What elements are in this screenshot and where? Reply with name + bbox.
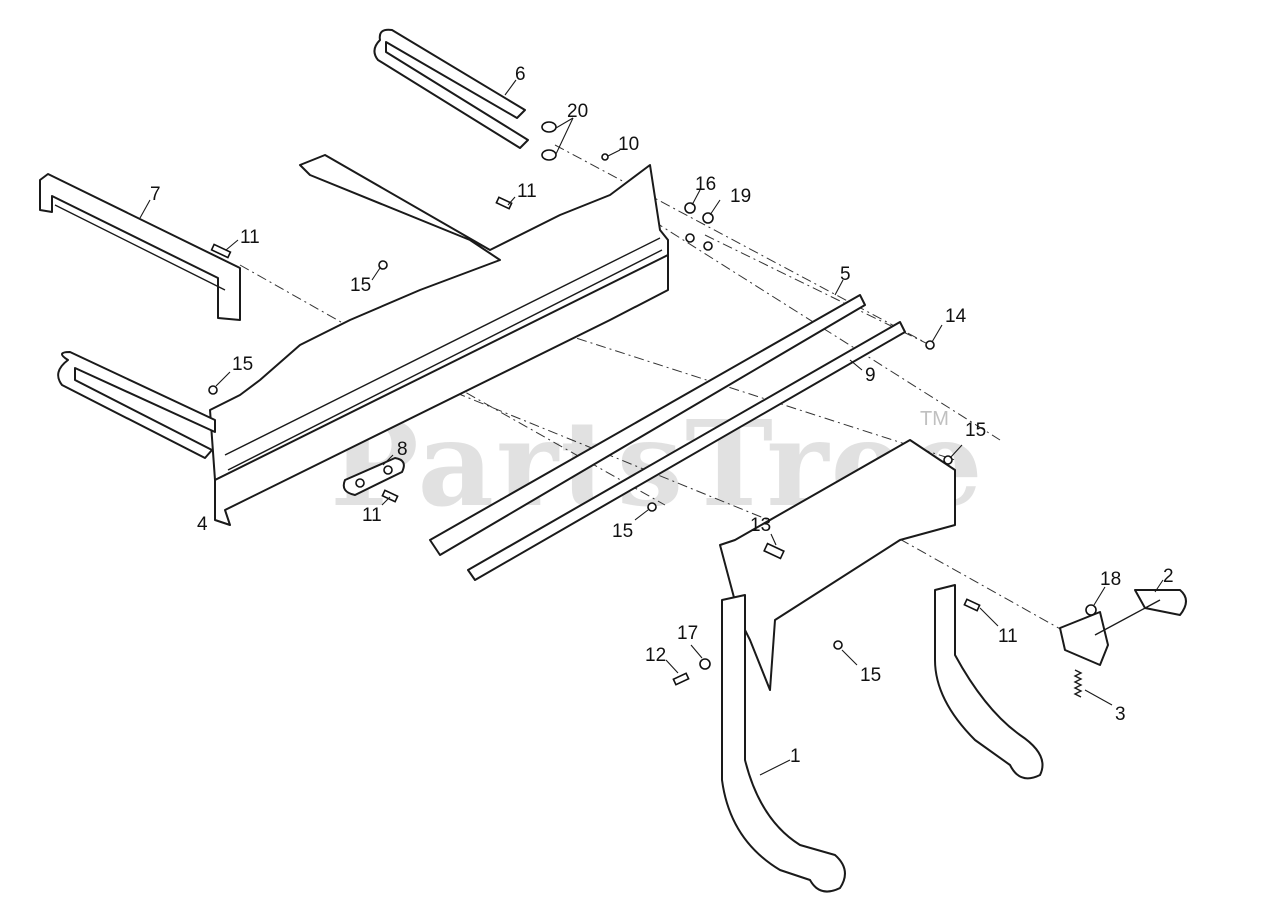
callout-11-c: 11 — [362, 505, 382, 526]
callout-3: 3 — [1115, 704, 1126, 725]
callout-9: 9 — [865, 365, 876, 386]
callout-12: 12 — [645, 645, 666, 666]
part-2-bracket — [1059, 589, 1187, 666]
callout-8: 8 — [397, 439, 408, 460]
callout-15-a: 15 — [350, 275, 371, 296]
callout-5: 5 — [840, 264, 851, 285]
callout-6: 6 — [515, 64, 526, 85]
callout-2: 2 — [1163, 566, 1174, 587]
callout-15-d: 15 — [612, 521, 633, 542]
callout-labels: 6 20 10 16 19 7 11 11 15 5 14 15 9 8 11 … — [150, 64, 1174, 767]
part-5-flat-bar — [429, 294, 866, 556]
callout-11-b: 11 — [517, 181, 537, 202]
callout-19: 19 — [730, 186, 751, 207]
part-1-lower-frame — [719, 439, 1044, 893]
callout-1: 1 — [790, 746, 801, 767]
callout-17: 17 — [677, 623, 698, 644]
callout-7: 7 — [150, 184, 161, 205]
callout-15-b: 15 — [232, 354, 253, 375]
callout-13: 13 — [750, 515, 771, 536]
callout-10: 10 — [618, 134, 639, 155]
callout-15-c: 15 — [965, 420, 986, 441]
callout-11-a: 11 — [240, 227, 260, 248]
part-3-spring — [1073, 669, 1083, 698]
part-4-main-beam — [209, 154, 669, 526]
lower-handle-bar — [57, 351, 216, 459]
part-9-flat-bar — [467, 321, 906, 581]
callout-15-e: 15 — [860, 665, 881, 686]
part-7-bracket-arm — [39, 173, 241, 321]
callout-18: 18 — [1100, 569, 1121, 590]
callout-16: 16 — [695, 174, 716, 195]
callout-4: 4 — [197, 514, 208, 535]
part-8-link-plate — [342, 457, 405, 496]
part-6-handle-bar — [373, 28, 529, 149]
callout-14: 14 — [945, 306, 967, 327]
callout-leaders — [139, 79, 1164, 776]
callout-11-d: 11 — [998, 626, 1018, 647]
callout-20: 20 — [567, 101, 588, 122]
watermark-trademark: TM — [920, 408, 949, 430]
